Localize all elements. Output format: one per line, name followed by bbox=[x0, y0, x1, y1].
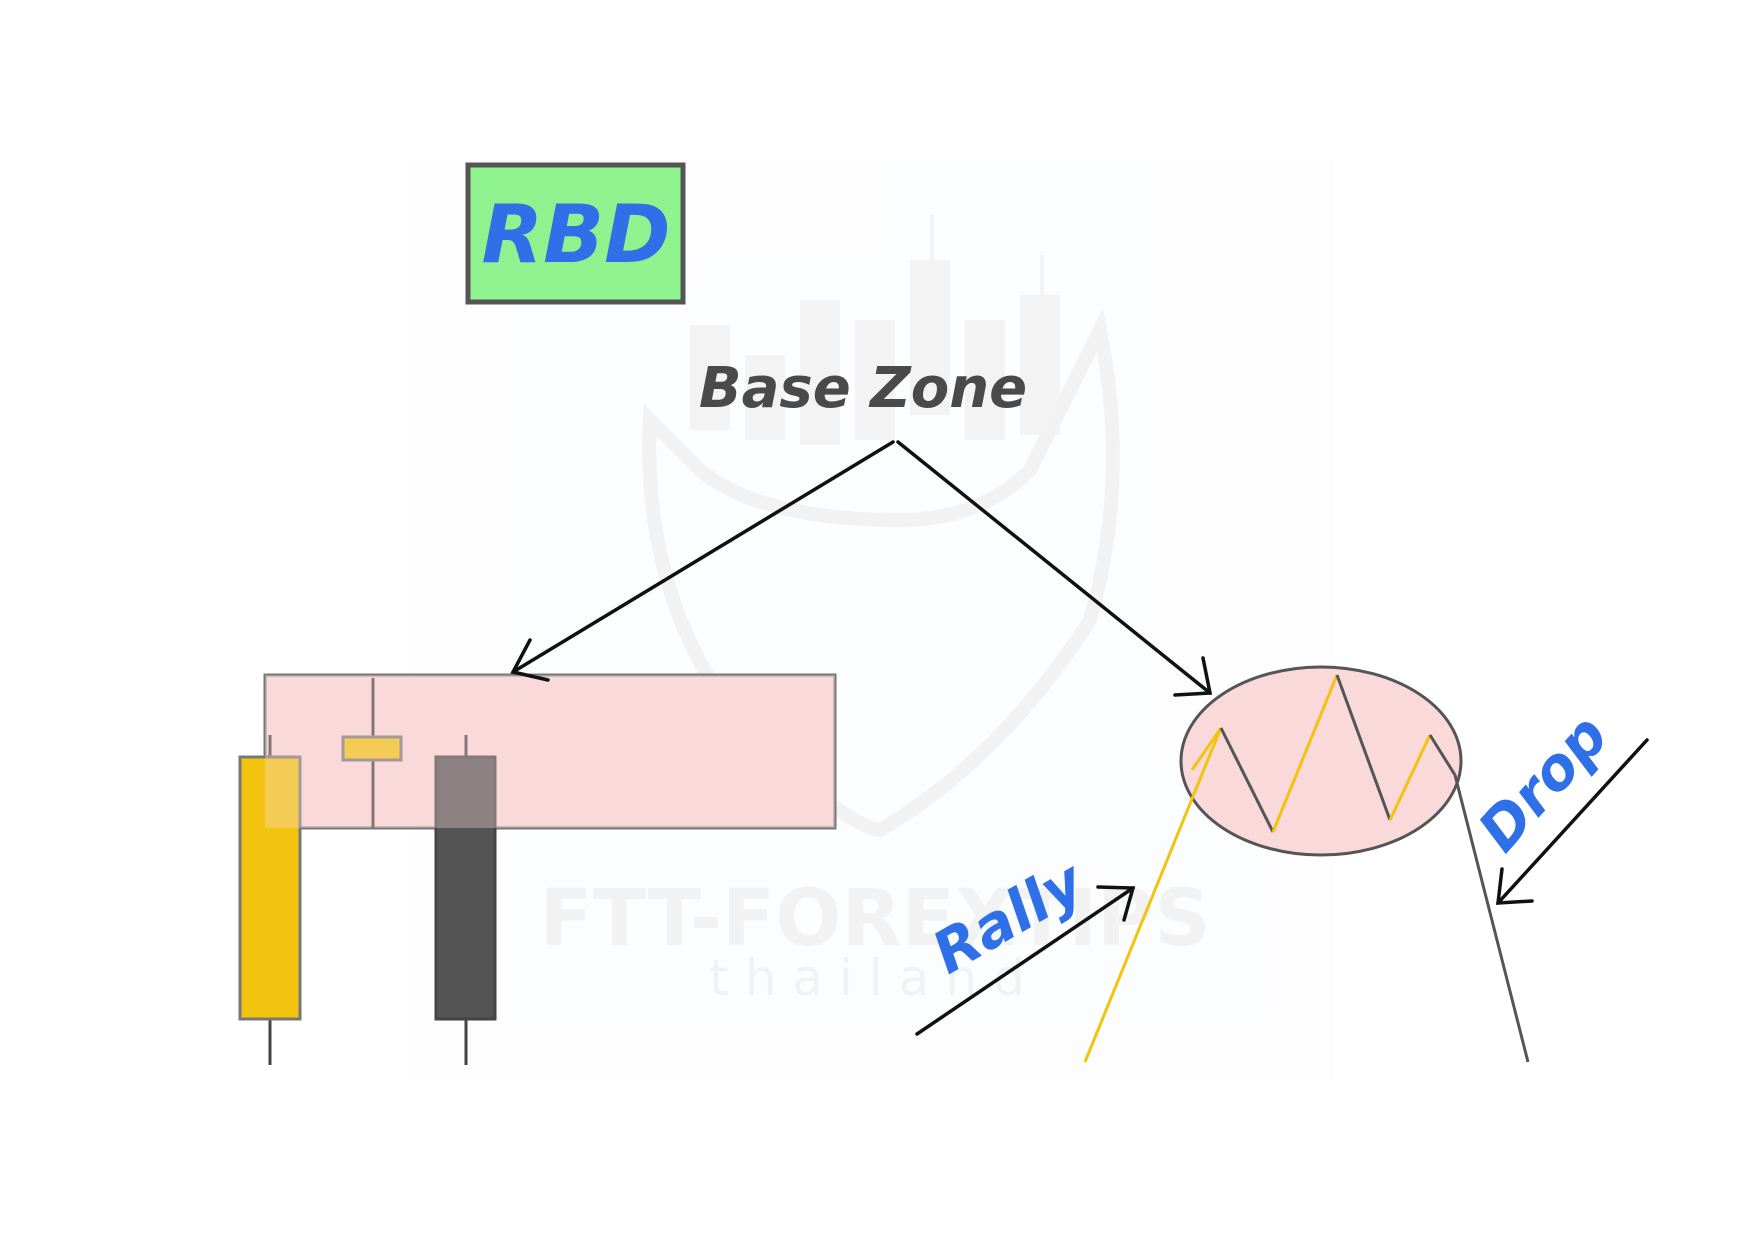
drop-arrow-shaft bbox=[1496, 738, 1649, 905]
base-zone-label: Base Zone bbox=[699, 356, 1027, 421]
rally-arrow bbox=[915, 885, 1136, 1036]
arrow-head-right-icon bbox=[1173, 656, 1213, 697]
zigzag-segment bbox=[1271, 674, 1339, 833]
rally-line bbox=[1083, 729, 1222, 1063]
watermark-backdrop bbox=[415, 160, 1335, 1080]
zigzag-segment bbox=[1190, 727, 1223, 771]
drop-candle bbox=[434, 735, 497, 1065]
zigzag-segment bbox=[1428, 734, 1457, 776]
base-zone-overlay bbox=[265, 675, 835, 828]
arrow-head-left-icon bbox=[510, 638, 550, 682]
base-candle-body bbox=[341, 735, 403, 762]
rally-candle-body bbox=[238, 755, 302, 1021]
drop-label: Drop bbox=[1465, 701, 1621, 864]
rbd-badge-box bbox=[465, 162, 686, 305]
rbd-badge-text: RBD bbox=[482, 188, 671, 281]
watermark-candles-icon bbox=[690, 215, 1060, 445]
zigzag-segment bbox=[1388, 734, 1432, 821]
base-candle bbox=[341, 678, 403, 828]
base-zone-arrows bbox=[510, 440, 1213, 697]
rally-candle bbox=[238, 735, 302, 1065]
rbd-badge: RBD bbox=[465, 162, 686, 305]
rally-arrow-shaft bbox=[915, 886, 1135, 1036]
watermark-title: FTT-FOREXTIPS bbox=[539, 874, 1210, 964]
base-zone-ellipse bbox=[1179, 665, 1463, 857]
arrow-to-zone-ellipse bbox=[896, 440, 1212, 695]
zigzag-segment bbox=[1335, 674, 1392, 821]
drop-arrow bbox=[1496, 738, 1649, 905]
candles bbox=[238, 678, 497, 1065]
zigzag-segment bbox=[1219, 727, 1275, 833]
watermark: FTT-FOREXTIPS thailand bbox=[415, 160, 1335, 1080]
drop-line bbox=[1453, 774, 1530, 1063]
drop-arrow-head-icon bbox=[1496, 867, 1534, 905]
drop-candle-body bbox=[434, 755, 497, 1021]
rally-arrow-head-icon bbox=[1096, 885, 1136, 922]
arrow-to-zone-rectangle bbox=[511, 440, 895, 674]
